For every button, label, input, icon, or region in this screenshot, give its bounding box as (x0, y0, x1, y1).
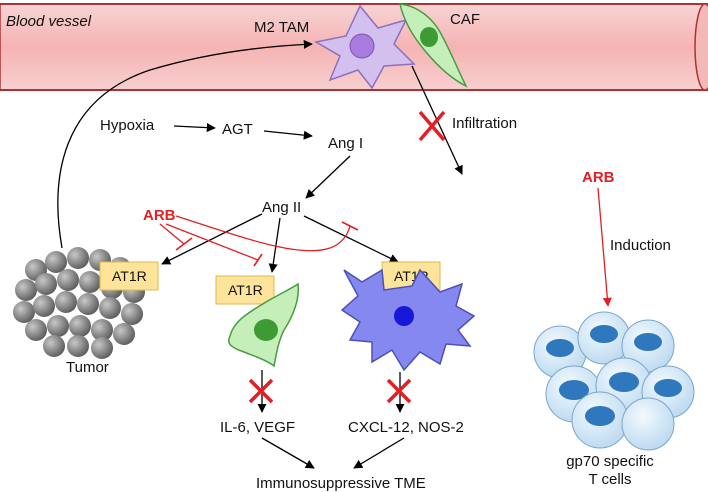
tam-to-tme-arrow (353, 437, 405, 469)
agt-to-ang1-arrow (263, 130, 313, 140)
tam-output-block-icon (386, 378, 412, 404)
m2-tam-label: M2 TAM (254, 19, 309, 36)
ang2-to-caf-receptor-arrow (268, 217, 281, 273)
caf-output-block-icon (248, 378, 274, 404)
ang1-to-ang2-arrow (305, 155, 351, 199)
tumor-cluster (13, 247, 145, 359)
infiltration-block-icon (418, 110, 446, 142)
arb-induction-arrow (597, 187, 612, 307)
ang2-to-tumor-receptor-arrow (161, 213, 263, 265)
caf-receptor-box (215, 275, 275, 305)
blood-vessel-label: Blood vessel (6, 13, 92, 30)
hypoxia-to-agt-arrow (173, 123, 216, 133)
ang2-label: Ang II (262, 199, 301, 216)
arb-left-label: ARB (143, 207, 176, 224)
tumor-label: Tumor (66, 359, 109, 376)
tumor-receptor-label: AT1R (112, 268, 147, 284)
macrophage-cell (340, 268, 476, 372)
induction-label: Induction (610, 237, 671, 254)
caf-receptor-label: AT1R (228, 282, 263, 298)
caf-cell-vessel (399, 3, 468, 88)
t-cell-cluster (533, 311, 695, 451)
tumor-to-tam-arrow (57, 39, 313, 249)
m2-tam-cell (313, 4, 416, 90)
arb-inhibition-lines (159, 215, 359, 267)
caf-to-tme-arrow (261, 437, 315, 469)
infiltration-label: Infiltration (452, 115, 517, 132)
ang2-to-tam-receptor-arrow (303, 215, 399, 263)
caf-label: CAF (450, 11, 480, 28)
t-cells-label-line2: T cells (588, 471, 631, 488)
agt-label: AGT (222, 121, 253, 138)
tam-output-label: CXCL-12, NOS-2 (348, 419, 464, 436)
tme-label: Immunosuppressive TME (256, 475, 426, 492)
ang1-label: Ang I (328, 135, 363, 152)
tumor-receptor-box (99, 261, 159, 291)
caf-output-label: IL-6, VEGF (220, 419, 295, 436)
hypoxia-label: Hypoxia (100, 117, 155, 134)
t-cells-label-line1: gp70 specific (566, 453, 654, 470)
arb-right-label: ARB (582, 169, 615, 186)
caf-cell-lower (228, 282, 300, 368)
